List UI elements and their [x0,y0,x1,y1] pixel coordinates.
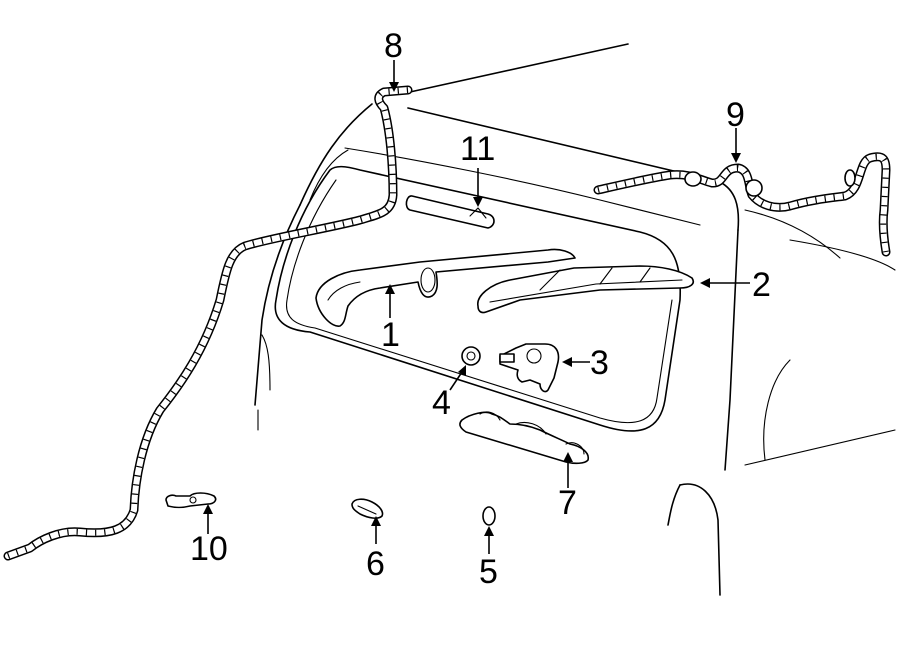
part-7-bracket [459,411,590,465]
part-2-wiper-blade [477,265,695,314]
callout-7: 7 [558,484,577,522]
callout-11: 11 [460,130,495,168]
callout-6: 6 [366,545,385,583]
callout-5: 5 [479,553,498,591]
part-4-nut [461,346,481,366]
part-3-wiper-motor [499,343,560,393]
callout-1: 1 [381,316,400,354]
part-8-washer-hose [3,85,413,561]
part-1-wiper-arm [315,248,576,327]
part-5-grommet [482,506,496,526]
part-6-nozzle [351,498,384,519]
part-10-connector [165,492,217,509]
part-9-washer-hose [593,152,891,257]
callout-10: 10 [190,530,228,568]
callout-9: 9 [726,96,745,134]
callout-3: 3 [590,344,609,382]
callout-8: 8 [384,27,403,65]
part-11-stop-lamp-cover [405,195,495,229]
leader-lines [203,60,750,554]
callout-2: 2 [752,266,771,304]
callout-4: 4 [432,384,451,422]
